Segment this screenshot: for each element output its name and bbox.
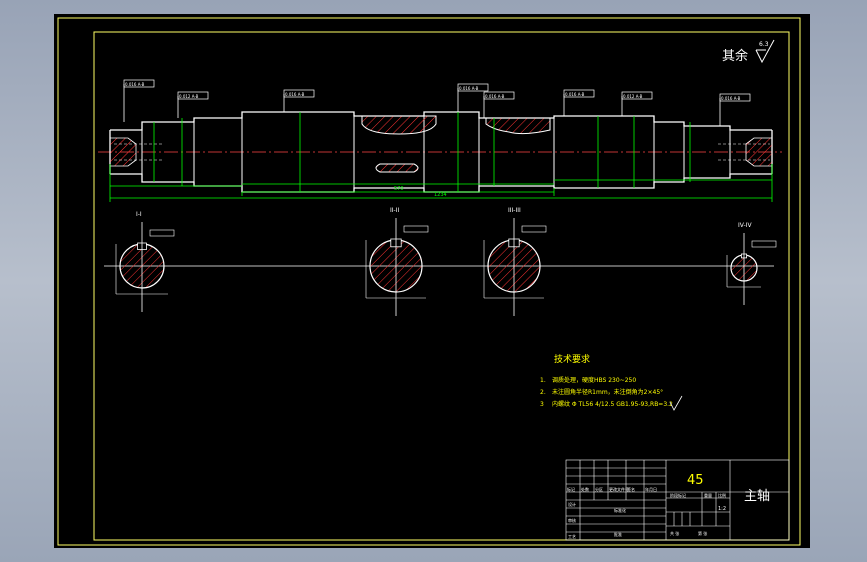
title-block-header-cell: 标记 [567, 486, 575, 492]
section-tolerance-frame [403, 225, 429, 233]
roughness-symbol-value: 6.3 [759, 41, 769, 48]
title-block-header-cell: 签名 [627, 486, 635, 492]
title-block-mid-label: 标准化 [614, 507, 626, 513]
section-tolerance-frame [149, 229, 175, 237]
tolerance-tag: 0.016 A-B [721, 96, 741, 101]
length-dimensions [109, 164, 773, 202]
keyway-right [485, 117, 551, 135]
title-block-mid-label: 批准 [614, 531, 622, 537]
title-block-sheet-info: 第 张 [698, 530, 707, 536]
keyway-bottom [375, 163, 419, 173]
title-block-right-labels: 阶段标记 重量比例 [670, 492, 726, 498]
tolerance-tag: 0.016 A-B [125, 82, 145, 87]
cross-sections: I-I II-II III-III IV-IV [104, 207, 777, 316]
tolerance-tag: 0.012 A-B [623, 94, 643, 99]
title-block-sheet-info: 共 张 [670, 530, 679, 536]
tech-req-text: 未注圆角半径R1mm，未注倒角为2×45° [552, 388, 663, 396]
title-block-row-label: 设计 [568, 501, 576, 507]
section-label: IV-IV [738, 222, 752, 229]
tech-req-number: 3 [540, 401, 544, 408]
center-hole-right [745, 137, 773, 167]
part-name-label: 主轴 [744, 489, 770, 504]
roughness-symbol-icon [755, 39, 775, 64]
section-view: III-III [483, 207, 547, 316]
tolerance-tag: 0.016 A-B [565, 92, 585, 97]
shaft-step-lines [141, 112, 731, 192]
tolerance-tag: 0.016 A-B [459, 86, 479, 91]
center-hole-left [109, 137, 137, 167]
tolerance-tag: 0.016 A-B [485, 94, 505, 99]
title-block-right-label: 比例 [718, 492, 726, 498]
shaft-outline-bottom [110, 173, 772, 193]
title-block-sheet-info: 共 张第 张 [670, 530, 707, 536]
section-tolerance-frame [521, 225, 547, 233]
sheet-outer-border [57, 17, 801, 546]
section-label: I-I [136, 211, 142, 218]
shaft-drawing: 其余 6.3 [57, 17, 801, 546]
cad-viewport[interactable]: 其余 6.3 [54, 14, 810, 548]
shaft-main-view: 0.016 A-B 0.012 A-B 0.016 A-B 0.016 A-B 0.01… [98, 79, 782, 202]
diameter-dimensions [153, 112, 691, 192]
title-block-row-label: 工艺 [568, 534, 576, 539]
scale-value: 1:2 [718, 506, 726, 512]
hidden-lines [114, 143, 770, 161]
title-block [565, 459, 790, 541]
title-block-header: 标记处数分区更改文件号签名 年月日 [567, 486, 657, 492]
sheet-inner-border [93, 31, 790, 541]
roughness-symbol-icon [669, 395, 683, 411]
title-block-header-cell: 处数 [581, 486, 589, 492]
tech-req-number: 1. [540, 377, 546, 384]
section-view: IV-IV [726, 222, 777, 305]
tech-req-text: 调质处理，硬度HBS 230~250 [552, 376, 636, 384]
title-block-header-cell: 年月日 [645, 486, 657, 492]
tech-req-items: 1. 调质处理，硬度HBS 230~250 2. 未注圆角半径R1mm，未注倒角为2×… [540, 376, 673, 408]
tech-req-number: 2. [540, 389, 546, 396]
technical-requirements: 技术要求 1. 调质处理，硬度HBS 230~250 2. 未注圆角半径R1mm，未注… [540, 353, 683, 411]
title-block-header-cell: 分区 [595, 486, 603, 492]
title-block-right-label: 重量 [704, 492, 712, 498]
material-label: 45 [687, 473, 704, 488]
roughness-note: 其余 [722, 48, 748, 64]
tolerance-leaders [123, 84, 721, 126]
tolerance-tag-labels: 0.016 A-B 0.012 A-B 0.016 A-B 0.016 A-B 0.01… [125, 82, 741, 101]
keyway-left [361, 115, 437, 135]
title-block-header-cell: 更改文件号 [609, 486, 629, 492]
total-length-label: 1234 [434, 192, 447, 198]
section-view: I-I [115, 211, 175, 312]
section-label: III-III [508, 207, 521, 214]
tech-req-text: 内螺纹 Φ TL56 4/12.5 GB1.95-93,RB=3.2 [552, 400, 673, 408]
shaft-outline-top [110, 111, 772, 131]
segment-length-label: 570 [394, 186, 404, 192]
tech-req-title: 技术要求 [554, 353, 590, 365]
section-view: II-II [365, 207, 429, 316]
title-block-right-label: 阶段标记 [670, 492, 686, 498]
section-tolerance-frame [751, 240, 777, 248]
tolerance-tag: 0.012 A-B [179, 94, 199, 99]
tolerance-frames [123, 79, 751, 102]
section-label: II-II [390, 207, 399, 214]
title-block-row-label: 审核 [568, 517, 576, 523]
tolerance-tag: 0.016 A-B [285, 92, 305, 97]
